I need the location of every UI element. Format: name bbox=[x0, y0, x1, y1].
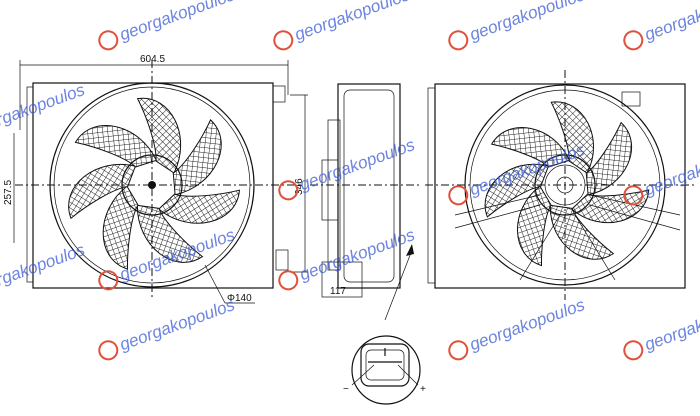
front-view: 604.5 257.5 346 Φ140 bbox=[3, 54, 308, 304]
connector-minus-label: − bbox=[343, 384, 349, 395]
fan-blade bbox=[571, 189, 650, 224]
watermark-text: georgakopoulos bbox=[642, 295, 700, 354]
watermark: georgakopoulos bbox=[623, 295, 700, 361]
height-dimension: 346 bbox=[294, 178, 305, 195]
watermark: georgakopoulos bbox=[273, 0, 413, 51]
watermark-logo-icon bbox=[623, 185, 644, 206]
watermark: georgakopoulos bbox=[448, 0, 588, 51]
watermark-logo-icon bbox=[623, 30, 644, 51]
fan-blade bbox=[484, 163, 550, 218]
fan-blade bbox=[136, 204, 204, 263]
watermark-text: georgakopoulos bbox=[292, 0, 413, 44]
watermark: georgakopoulos bbox=[0, 240, 88, 299]
watermark-text: georgakopoulos bbox=[117, 0, 238, 44]
fan-blade bbox=[585, 121, 632, 196]
watermark-logo-icon bbox=[98, 270, 119, 291]
watermark-text: georgakopoulos bbox=[117, 295, 238, 354]
diameter-dimension: Φ140 bbox=[227, 293, 252, 304]
watermark-text: georgakopoulos bbox=[642, 0, 700, 44]
fan-blade bbox=[172, 119, 222, 196]
watermark-text: georgakopoulos bbox=[467, 295, 588, 354]
watermark-text: georgakopoulos bbox=[0, 240, 88, 299]
watermark-logo-icon bbox=[273, 30, 294, 51]
side-view: 117 bbox=[310, 83, 420, 321]
fan-blade bbox=[550, 101, 594, 174]
fan-blade bbox=[68, 164, 137, 220]
watermark: georgakopoulos bbox=[623, 0, 700, 51]
watermark-logo-icon bbox=[98, 30, 119, 51]
connector-detail: − + bbox=[343, 335, 426, 405]
watermark-logo-icon bbox=[448, 30, 469, 51]
watermark: georgakopoulos bbox=[448, 295, 588, 361]
fan-blade bbox=[102, 185, 139, 270]
depth-dimension: 117 bbox=[330, 286, 346, 297]
watermark: georgakopoulos bbox=[98, 295, 238, 361]
left-height-dimension: 257.5 bbox=[3, 180, 14, 205]
fan-blade bbox=[74, 125, 158, 168]
watermark: georgakopoulos bbox=[98, 0, 238, 51]
watermark-logo-icon bbox=[448, 185, 469, 206]
watermark-text: georgakopoulos bbox=[642, 140, 700, 199]
watermark-text: georgakopoulos bbox=[467, 0, 588, 44]
fan-blade bbox=[490, 127, 571, 168]
watermark: georgakopoulos bbox=[278, 225, 418, 291]
watermark: georgakopoulos bbox=[278, 135, 418, 201]
watermark-text: georgakopoulos bbox=[0, 80, 88, 139]
fan-blade bbox=[549, 204, 615, 260]
watermark-logo-icon bbox=[98, 340, 119, 361]
fan-blade bbox=[517, 185, 552, 267]
connector-plus-label: + bbox=[420, 384, 426, 395]
fan-blade bbox=[136, 97, 182, 174]
watermark-logo-icon bbox=[278, 270, 299, 291]
width-dimension: 604.5 bbox=[140, 54, 165, 65]
watermark-logo-icon bbox=[278, 180, 299, 201]
watermark-logo-icon bbox=[448, 340, 469, 361]
watermark: georgakopoulos bbox=[0, 80, 88, 139]
rear-fan-blades bbox=[484, 101, 650, 267]
watermark-logo-icon bbox=[623, 340, 644, 361]
rear-view bbox=[425, 70, 695, 300]
